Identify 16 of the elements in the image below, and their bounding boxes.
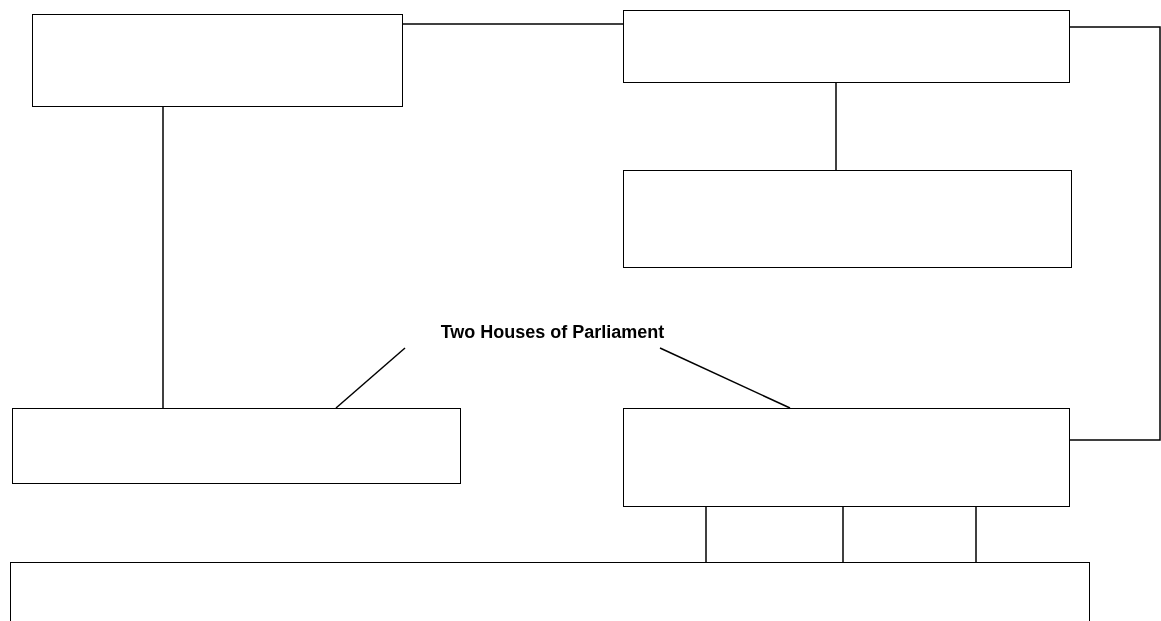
empty-box <box>623 408 1070 507</box>
leader-line <box>659 347 791 409</box>
empty-box <box>623 10 1070 83</box>
connector-line <box>162 106 164 409</box>
connector-line <box>842 506 844 563</box>
empty-box <box>10 562 1090 621</box>
connector-line <box>705 506 707 563</box>
empty-box <box>12 408 461 484</box>
connector-line <box>402 23 624 25</box>
empty-box <box>32 14 403 107</box>
connector-line <box>975 506 977 563</box>
connector-line <box>835 82 837 171</box>
connector-line <box>1069 26 1161 441</box>
empty-box <box>623 170 1072 268</box>
heading-text: Two Houses of Parliament <box>439 322 666 343</box>
leader-line <box>335 347 406 409</box>
